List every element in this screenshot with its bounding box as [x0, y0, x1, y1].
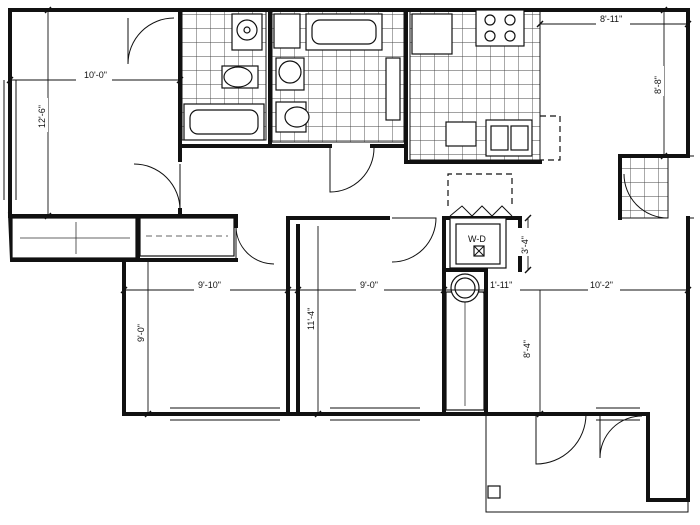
bedroom2-width-label: 9'-10" — [198, 280, 221, 290]
bedroom3-width-label: 9'-0" — [360, 280, 378, 290]
kitchen-width-label: 8'-11" — [600, 14, 622, 24]
bathroom-2-fixtures — [273, 13, 401, 133]
patio — [485, 414, 689, 513]
bedroom1-depth-label: 12'-6" — [37, 105, 47, 128]
doors — [127, 17, 669, 465]
laundry: W-D — [447, 173, 513, 303]
refrigerator — [411, 13, 453, 55]
closets — [11, 217, 485, 411]
bedroom2-depth-label: 9'-0" — [136, 324, 146, 342]
living-depth-label: 8'-4" — [522, 340, 532, 358]
living-width-label: 10'-2" — [590, 280, 613, 290]
bedroom1-width-label: 10'-0" — [84, 70, 107, 80]
kitchen-fixtures — [411, 9, 561, 161]
entry-tile-floor — [619, 155, 669, 219]
interior-walls — [8, 8, 690, 416]
stove — [475, 9, 525, 47]
laundry-depth-label: 3'-4" — [520, 236, 530, 254]
bathroom-1-fixtures — [183, 13, 265, 141]
bedroom3-depth-label: 11'-4" — [306, 308, 316, 330]
washer-dryer-label: W-D — [468, 234, 486, 244]
kitchen-depth-label: 8'-8" — [653, 76, 663, 94]
windows — [3, 80, 694, 421]
hall-width-label: 1'-11" — [490, 280, 512, 290]
